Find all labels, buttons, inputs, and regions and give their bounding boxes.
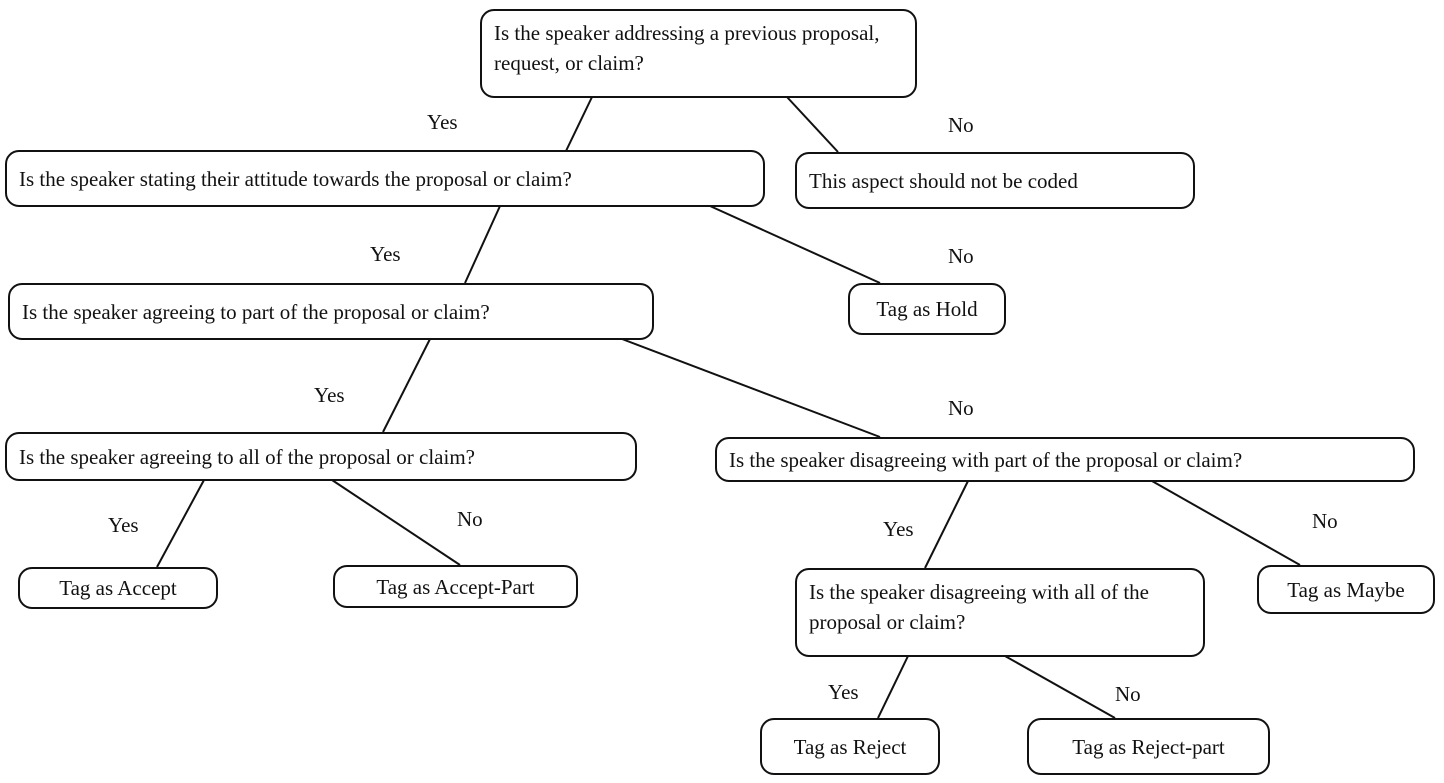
label-agree-part-no: No: [948, 396, 974, 420]
question-disagree-part-text: Is the speaker disagreeing with part of …: [729, 447, 1243, 472]
edge-agree-all-no: [331, 479, 461, 566]
label-attitude-yes: Yes: [370, 242, 401, 266]
label-agree-part-yes: Yes: [314, 383, 345, 407]
question-agree-all: Is the speaker agreeing to all of the pr…: [5, 432, 637, 481]
question-stating-attitude: Is the speaker stating their attitude to…: [5, 150, 765, 207]
outcome-tag-accept-part: Tag as Accept-Part: [333, 565, 578, 608]
edge-agree-all-yes: [156, 479, 205, 568]
label-previous-yes: Yes: [427, 110, 458, 134]
label-disagree-all-yes: Yes: [828, 680, 859, 704]
edge-disagree-part-no: [1151, 480, 1301, 566]
label-attitude-no: No: [948, 244, 974, 268]
label-agree-all-yes: Yes: [108, 513, 139, 537]
edge-previous-no: [786, 96, 839, 153]
outcome-tag-reject-text: Tag as Reject: [793, 734, 907, 759]
question-previous-proposal: Is the speaker addressing a previous pro…: [480, 9, 917, 98]
question-stating-attitude-text: Is the speaker stating their attitude to…: [19, 166, 572, 191]
edge-previous-yes: [565, 96, 593, 152]
edge-agree-part-no: [621, 338, 881, 438]
outcome-tag-maybe-text: Tag as Maybe: [1287, 577, 1405, 602]
outcome-tag-accept: Tag as Accept: [18, 567, 218, 609]
label-disagree-all-no: No: [1115, 682, 1141, 706]
edge-attitude-no: [709, 205, 881, 284]
label-agree-all-no: No: [457, 507, 483, 531]
outcome-tag-reject-part-text: Tag as Reject-part: [1072, 734, 1225, 759]
outcome-tag-reject: Tag as Reject: [760, 718, 940, 775]
question-disagree-part: Is the speaker disagreeing with part of …: [715, 437, 1415, 482]
edge-disagree-part-yes: [924, 480, 969, 569]
outcome-not-coded: This aspect should not be coded: [795, 152, 1195, 209]
label-disagree-part-yes: Yes: [883, 517, 914, 541]
edge-attitude-yes: [464, 205, 501, 284]
outcome-tag-accept-part-text: Tag as Accept-Part: [376, 574, 535, 599]
edge-agree-part-yes: [382, 338, 431, 433]
edge-disagree-all-yes: [877, 655, 909, 719]
outcome-not-coded-text: This aspect should not be coded: [809, 168, 1078, 193]
label-previous-no: No: [948, 113, 974, 137]
outcome-tag-accept-text: Tag as Accept: [59, 576, 177, 600]
outcome-tag-hold: Tag as Hold: [848, 283, 1006, 335]
outcome-tag-hold-text: Tag as Hold: [876, 297, 978, 321]
question-agree-all-text: Is the speaker agreeing to all of the pr…: [19, 444, 475, 469]
question-disagree-all: Is the speaker disagreeing with all of t…: [795, 568, 1205, 657]
question-agree-part-text: Is the speaker agreeing to part of the p…: [22, 299, 490, 324]
question-agree-part: Is the speaker agreeing to part of the p…: [8, 283, 654, 340]
label-disagree-part-no: No: [1312, 509, 1338, 533]
question-disagree-all-text: Is the speaker disagreeing with all of t…: [809, 580, 1149, 634]
question-previous-proposal-text: Is the speaker addressing a previous pro…: [494, 21, 880, 75]
outcome-tag-maybe: Tag as Maybe: [1257, 565, 1435, 614]
edge-disagree-all-no: [1004, 655, 1116, 719]
outcome-tag-reject-part: Tag as Reject-part: [1027, 718, 1270, 775]
